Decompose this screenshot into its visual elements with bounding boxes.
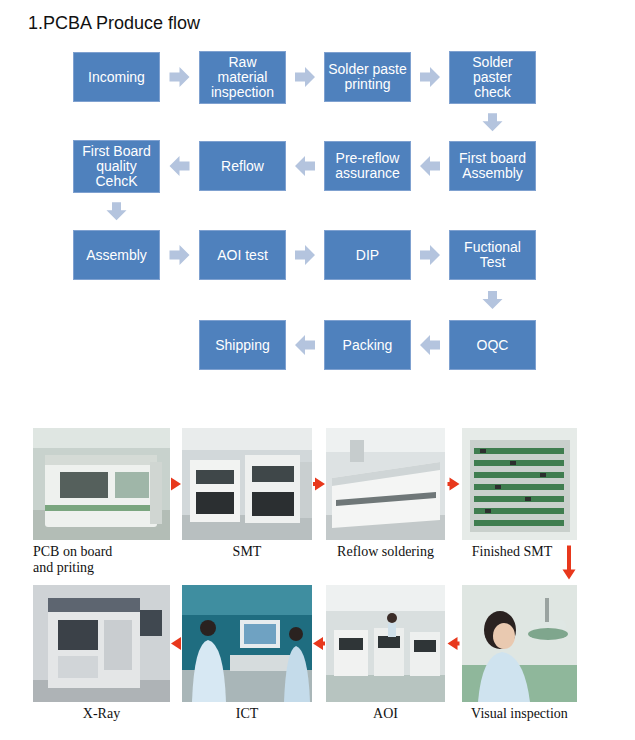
- photo-caption: Visual inspection: [462, 706, 577, 722]
- step-label: First Board quality CehcK: [77, 144, 156, 189]
- red-arrow: [448, 637, 460, 650]
- red-arrow: [171, 637, 181, 650]
- process-box: DIP: [324, 230, 411, 280]
- photo-frame: SMT: [182, 428, 312, 540]
- smt-photo: [182, 428, 312, 540]
- step-label: Incoming: [77, 70, 156, 85]
- process-box: Fuctional Test: [449, 230, 536, 280]
- flow-arrow: [295, 67, 315, 87]
- photo-frame: X-Ray: [33, 585, 170, 702]
- process-box: Packing: [324, 320, 411, 370]
- process-box: Reflow: [199, 141, 286, 191]
- step-label: Assembly: [77, 248, 156, 263]
- reflow-oven-photo: [326, 428, 445, 540]
- photo-frame: PCB on board and priting: [33, 428, 170, 540]
- red-arrow: [448, 478, 460, 491]
- printer-photo: [33, 428, 170, 540]
- photo-caption: SMT: [182, 544, 312, 560]
- finished-boards-photo: [462, 428, 577, 540]
- step-label: Solder paster check: [453, 55, 532, 100]
- flow-arrow: [295, 245, 315, 265]
- step-label: Fuctional Test: [453, 240, 532, 270]
- step-label: Solder paste printing: [328, 62, 407, 92]
- photo-frame: Finished SMT: [462, 428, 577, 540]
- photo-frame: ICT: [182, 585, 312, 702]
- process-box: Solder paster check: [449, 51, 536, 104]
- red-arrow: [171, 478, 181, 491]
- process-box: First board Assembly: [449, 141, 536, 191]
- photo-frame: Reflow soldering: [326, 428, 445, 540]
- process-box: Solder paste printing: [324, 52, 411, 102]
- step-label: Pre-reflow assurance: [328, 151, 407, 181]
- flow-arrow: [483, 291, 503, 309]
- step-label: Shipping: [203, 338, 282, 353]
- ict-photo: [182, 585, 312, 702]
- step-label: Packing: [328, 338, 407, 353]
- flow-arrow: [170, 67, 190, 87]
- process-box: Shipping: [199, 320, 286, 370]
- xray-photo: [33, 585, 170, 702]
- step-label: First board Assembly: [453, 151, 532, 181]
- photo-frame: Visual inspection: [462, 585, 577, 702]
- step-label: OQC: [453, 338, 532, 353]
- flow-arrow: [170, 156, 190, 176]
- red-arrow: [313, 478, 325, 491]
- process-box: Assembly: [73, 230, 160, 280]
- process-box: OQC: [449, 320, 536, 370]
- flow-arrow: [420, 156, 440, 176]
- flow-arrow: [483, 113, 503, 131]
- step-label: AOI test: [203, 248, 282, 263]
- process-box: Raw material inspection: [199, 51, 286, 104]
- flow-arrow: [420, 67, 440, 87]
- aoi-photo: [326, 585, 445, 702]
- flow-arrow: [107, 202, 127, 220]
- process-box: Incoming: [73, 52, 160, 102]
- flow-arrow: [295, 335, 315, 355]
- step-label: DIP: [328, 248, 407, 263]
- red-arrow: [313, 637, 325, 650]
- flow-arrow: [170, 245, 190, 265]
- photo-caption: Finished SMT: [462, 544, 562, 560]
- process-box: AOI test: [199, 230, 286, 280]
- step-label: Raw material inspection: [203, 55, 282, 100]
- photo-caption: AOI: [326, 706, 445, 722]
- photo-caption: PCB on board and priting: [33, 544, 133, 576]
- red-arrow: [563, 546, 576, 580]
- photo-caption: X-Ray: [33, 706, 170, 722]
- diagram-title: 1.PCBA Produce flow: [28, 12, 200, 34]
- photo-caption: Reflow soldering: [326, 544, 445, 560]
- flow-arrow: [420, 335, 440, 355]
- photo-frame: AOI: [326, 585, 445, 702]
- visual-inspection-photo: [462, 585, 577, 702]
- photo-caption: ICT: [182, 706, 312, 722]
- flow-arrow: [295, 156, 315, 176]
- process-box: First Board quality CehcK: [73, 140, 160, 193]
- process-box: Pre-reflow assurance: [324, 141, 411, 191]
- flow-arrow: [420, 245, 440, 265]
- step-label: Reflow: [203, 159, 282, 174]
